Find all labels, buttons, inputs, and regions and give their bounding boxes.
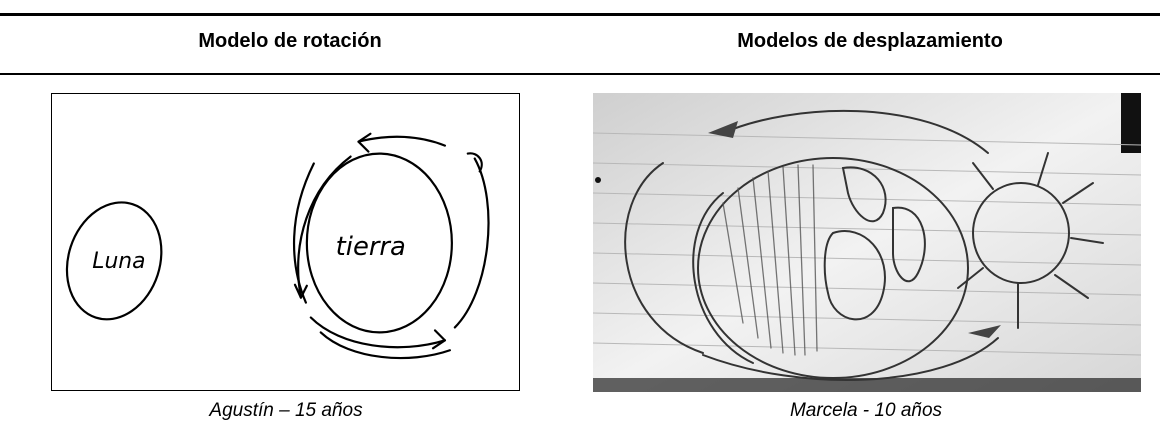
caption-agustin: Agustín – 15 años (209, 400, 363, 421)
arrow-triangle-bottom (968, 325, 1001, 338)
orbit-arc-left (624, 162, 704, 354)
table-top-rule (0, 13, 1160, 16)
earth-drawing (697, 157, 969, 379)
displacement-drawing-photo (593, 93, 1141, 392)
rotation-arrow-right (453, 157, 490, 329)
earth-label: tierra (336, 232, 406, 262)
orbit-arc-top (722, 109, 989, 154)
arrow-triangle-top (708, 121, 738, 138)
rotation-arrow-top (357, 135, 447, 147)
moon-label: Luna (92, 249, 145, 274)
table-header-rule (0, 73, 1160, 75)
orbit-arc-bottom (702, 337, 999, 382)
sun-drawing (972, 182, 1070, 284)
rotation-arrow-bottom (309, 316, 447, 349)
caption-marcela: Marcela - 10 años (789, 400, 943, 421)
moon-outline (65, 201, 163, 321)
header-rotation-model: Modelo de rotación (198, 30, 382, 52)
earth-outline (305, 152, 453, 334)
rotation-arrow-left (297, 155, 352, 299)
rotation-drawing: Luna tierra (51, 93, 520, 391)
header-displacement-models: Modelos de desplazamiento (737, 30, 1003, 52)
